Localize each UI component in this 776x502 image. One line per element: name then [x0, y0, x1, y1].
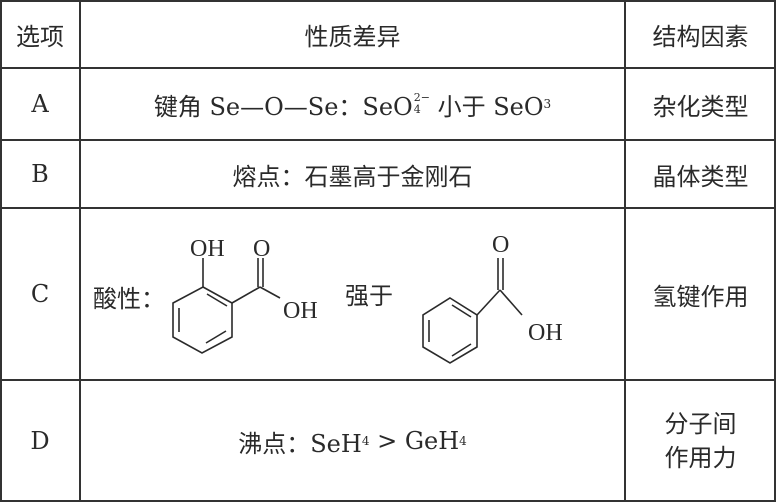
charge-sup: 2− [413, 91, 430, 104]
row-d-factor-line1: 分子间 [664, 410, 737, 438]
row-b-property: 熔点：石墨高于金刚石 [232, 162, 473, 191]
row-d-factor: 分子间作用力 [625, 380, 776, 502]
row-a-ion-charge: 2−4 [414, 92, 430, 116]
salicylic-oh: OH [283, 298, 318, 324]
header-factor: 结构因素 [652, 22, 749, 51]
salicylic-acid-structure [172, 258, 281, 354]
row-c-factor: 氢键作用 [652, 282, 749, 311]
count-sub: 4 [413, 103, 421, 116]
row-a-sub: 3 [543, 97, 552, 111]
row-b-factor: 晶体类型 [652, 162, 749, 191]
row-b-option: B [31, 160, 49, 188]
row-a-option: A [31, 90, 49, 118]
row-c-compare: 强于 [345, 282, 393, 310]
row-a-factor: 杂化类型 [652, 92, 749, 121]
salicylic-o: O [253, 236, 270, 262]
header-option: 选项 [16, 22, 64, 51]
benzoic-acid-structure [422, 258, 523, 364]
row-d-prefix: 沸点：SeH [238, 429, 362, 458]
benzoic-o: O [492, 232, 509, 258]
row-d-factor-line2: 作用力 [664, 444, 737, 472]
row-c-label: 酸性： [93, 285, 165, 313]
row-a-text-prefix: 键角 Se—O—Se：SeO [153, 92, 413, 121]
salicylic-oh-top: OH [190, 236, 225, 262]
row-d-sub1: 4 [361, 434, 370, 448]
row-d-middle: > GeH [369, 427, 460, 455]
row-c-option: C [30, 280, 50, 308]
benzoic-oh: OH [528, 320, 563, 346]
header-property: 性质差异 [304, 22, 401, 51]
row-a-text-middle: 小于 SeO [429, 92, 544, 121]
row-d-sub2: 4 [459, 434, 467, 448]
row-d-option: D [30, 427, 50, 455]
